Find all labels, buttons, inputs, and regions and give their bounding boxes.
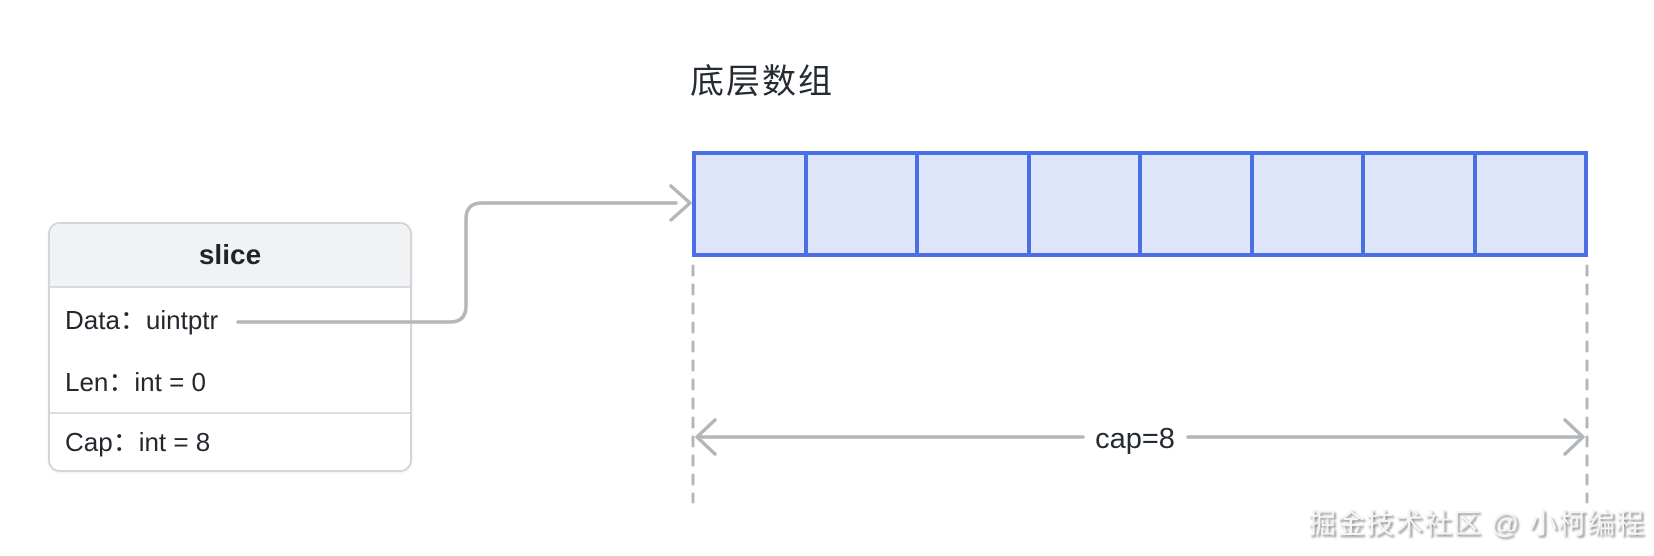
cap-arrowhead-left-icon — [695, 418, 717, 456]
slice-struct-node: slice Data：uintptr Len：int = 0 Cap：int =… — [48, 222, 412, 472]
slice-node-title: slice — [50, 224, 410, 288]
cap-arrowhead-right-icon — [1563, 418, 1585, 456]
array-cell — [1361, 151, 1477, 257]
array-cells — [692, 151, 1588, 257]
array-cell — [1249, 151, 1365, 257]
cap-label: cap=8 — [1095, 423, 1175, 455]
slice-field-len: Len：int = 0 — [65, 367, 206, 397]
slice-field-cap: Cap：int = 8 — [50, 412, 410, 470]
array-cell — [803, 151, 919, 257]
watermark: 掘金技术社区 @ 小柯编程 — [1308, 508, 1645, 539]
underlying-array-title: 底层数组 — [690, 63, 834, 101]
array-cell — [1472, 151, 1588, 257]
array-cell — [1138, 151, 1254, 257]
array-cell — [915, 151, 1031, 257]
array-cell — [692, 151, 808, 257]
array-cell — [1026, 151, 1142, 257]
slice-field-data: Data：uintptr — [65, 305, 219, 335]
data-pointer-arrowhead-icon — [669, 184, 692, 222]
